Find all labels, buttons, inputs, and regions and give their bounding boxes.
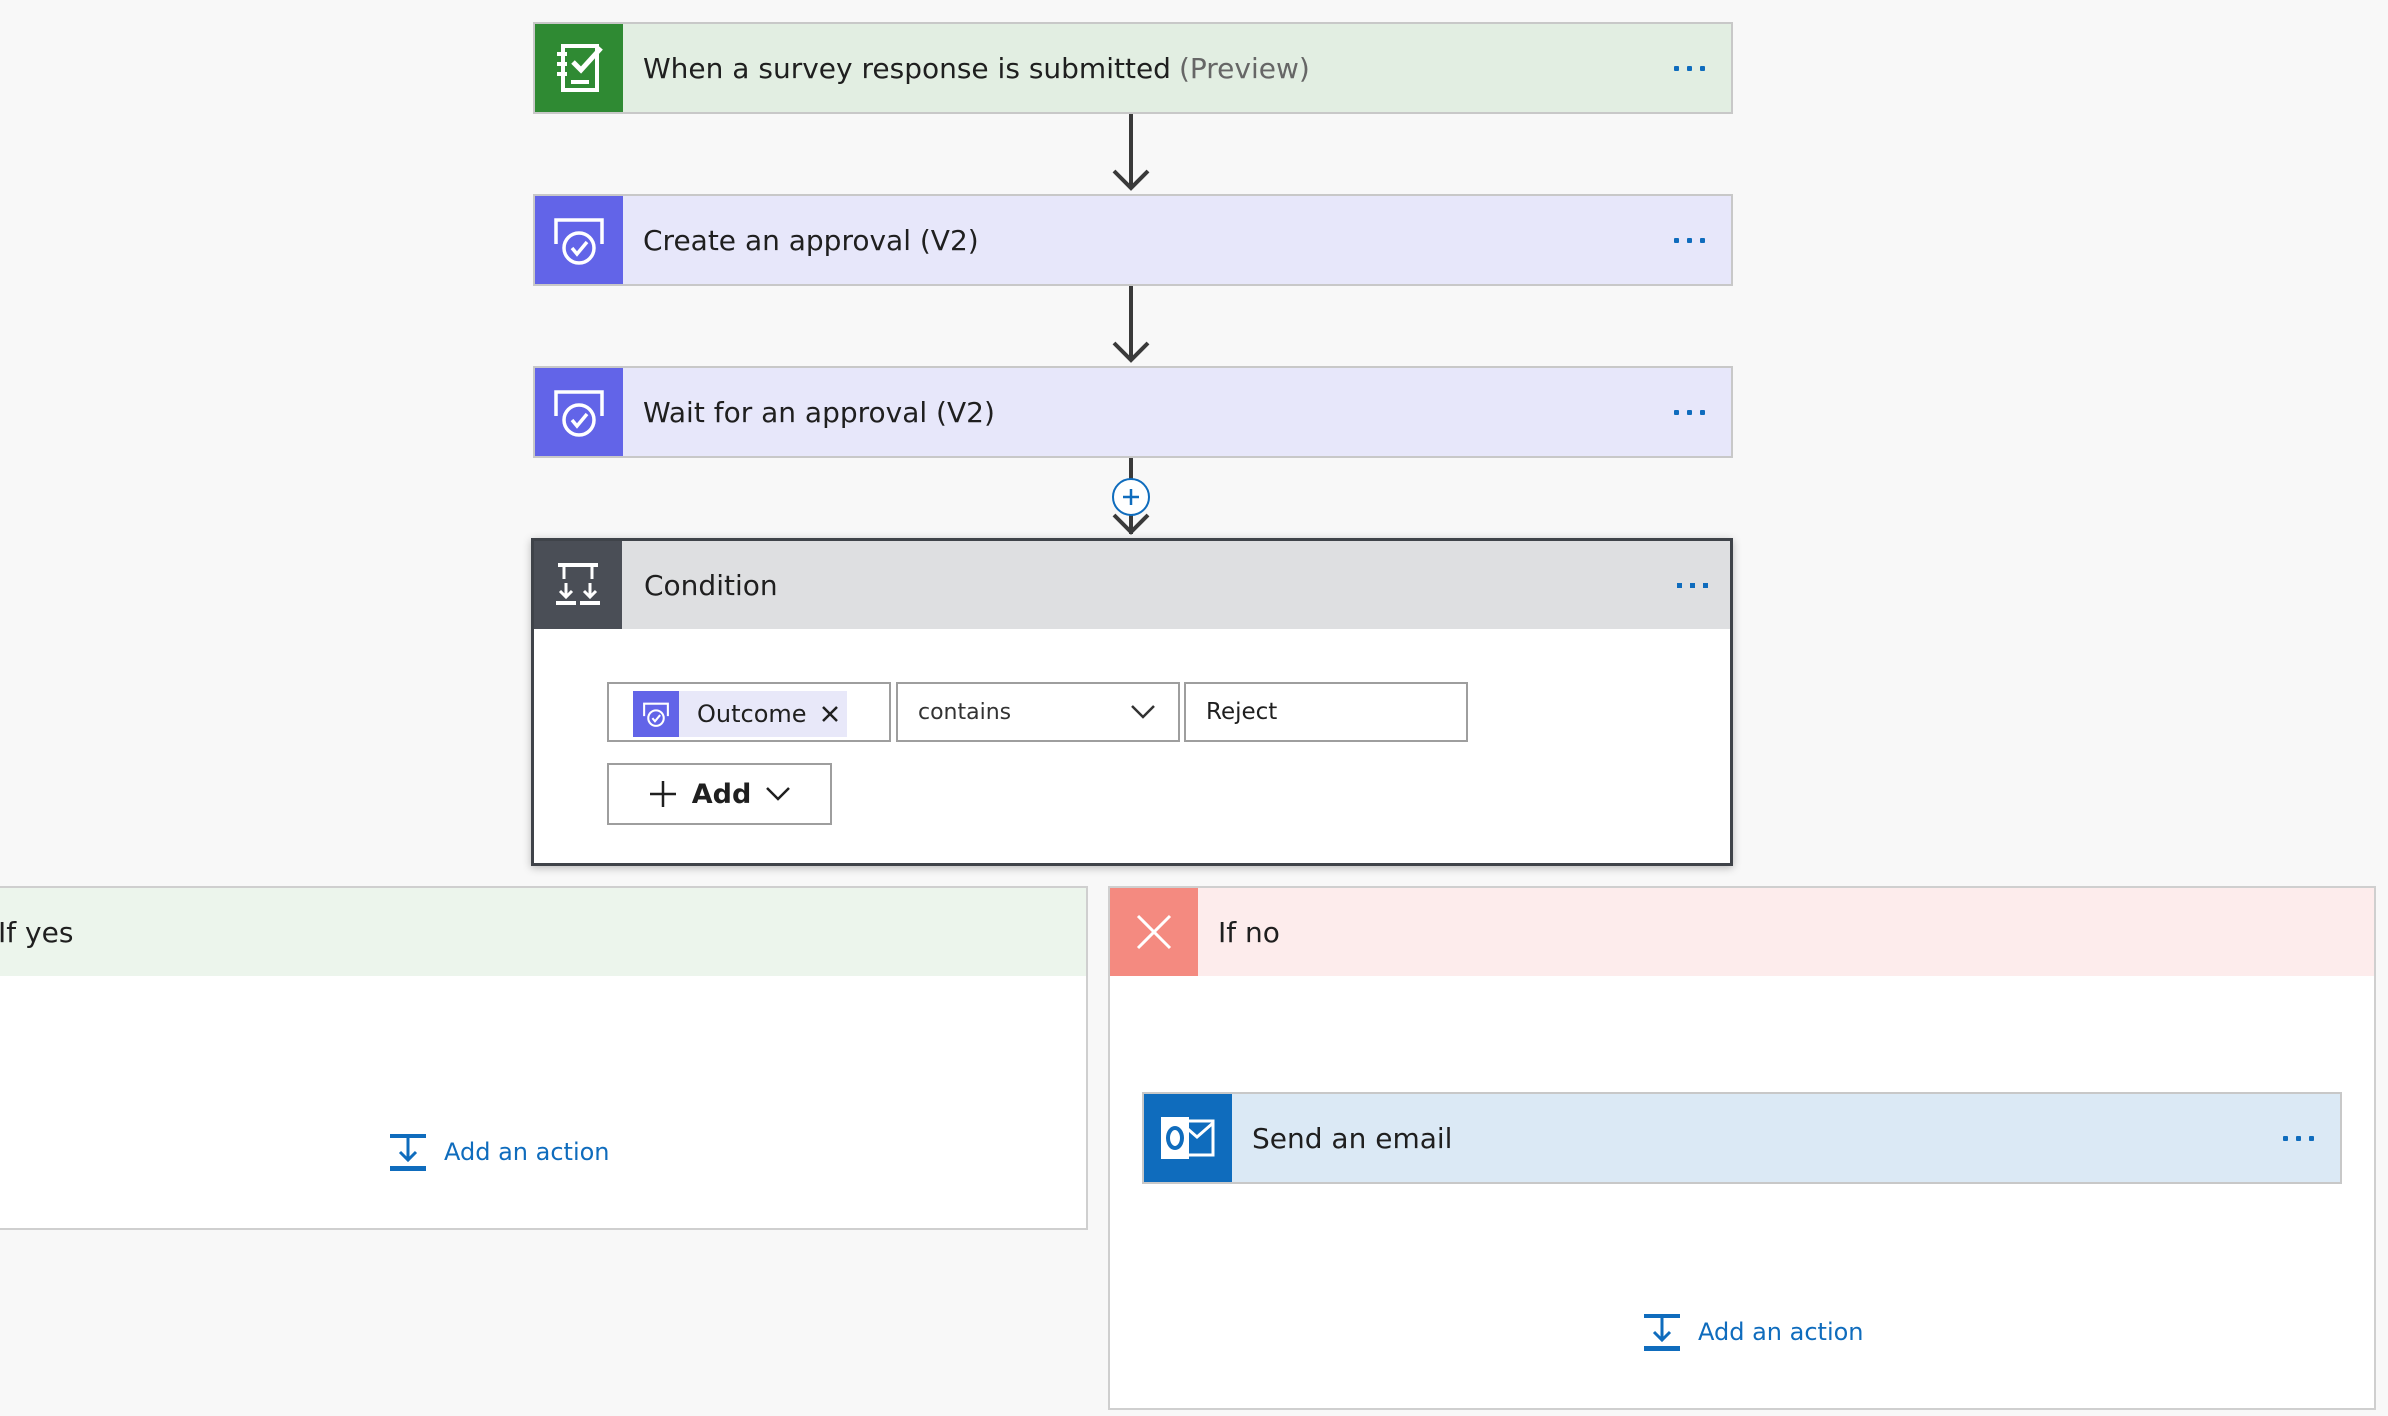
- more-options-icon[interactable]: [1677, 541, 1708, 629]
- add-an-action-button[interactable]: Add an action: [388, 1132, 610, 1172]
- if-no-branch: If no Send an email Add an action: [1108, 886, 2376, 1410]
- condition-right-operand[interactable]: Reject: [1184, 682, 1468, 742]
- approval-icon: [535, 196, 623, 284]
- operator-value: contains: [918, 699, 1012, 725]
- forms-icon: [535, 24, 623, 112]
- remove-token-icon[interactable]: [821, 705, 839, 723]
- condition-left-operand[interactable]: Outcome: [607, 682, 891, 742]
- insert-step-button[interactable]: [1112, 478, 1150, 516]
- trigger-title-text: When a survey response is submitted: [643, 51, 1171, 85]
- approval-icon: [535, 368, 623, 456]
- outlook-icon: [1144, 1094, 1232, 1182]
- if-no-label: If no: [1218, 915, 1280, 949]
- add-an-action-button[interactable]: Add an action: [1642, 1312, 1864, 1352]
- if-yes-branch: If yes Add an action: [0, 886, 1088, 1230]
- create-approval-card[interactable]: Create an approval (V2): [533, 194, 1733, 286]
- more-options-icon[interactable]: [2283, 1094, 2314, 1182]
- connector-line: [1129, 114, 1133, 188]
- token-label: Outcome: [697, 700, 807, 728]
- create-approval-title: Create an approval (V2): [643, 223, 979, 257]
- chevron-down-icon: [1131, 705, 1155, 719]
- arrow-down-icon: [1112, 341, 1150, 363]
- add-row-button[interactable]: Add: [607, 763, 832, 825]
- condition-operator-dropdown[interactable]: contains: [896, 682, 1180, 742]
- preview-label: (Preview): [1178, 51, 1310, 85]
- arrow-down-icon: [1112, 513, 1150, 535]
- condition-header[interactable]: Condition: [534, 541, 1730, 629]
- add-an-action-label: Add an action: [444, 1138, 610, 1166]
- plus-icon: [1123, 489, 1139, 505]
- more-options-icon[interactable]: [1674, 368, 1705, 456]
- trigger-card[interactable]: When a survey response is submitted (Pre…: [533, 22, 1733, 114]
- more-options-icon[interactable]: [1674, 24, 1705, 112]
- close-icon: [1110, 888, 1198, 976]
- condition-icon: [534, 541, 622, 629]
- if-yes-header[interactable]: If yes: [0, 888, 1086, 976]
- add-action-icon: [390, 1134, 426, 1171]
- approval-icon: [633, 691, 679, 737]
- chevron-down-icon: [766, 787, 791, 801]
- wait-approval-card[interactable]: Wait for an approval (V2): [533, 366, 1733, 458]
- trigger-title: When a survey response is submitted (Pre…: [643, 24, 1310, 112]
- dynamic-content-token[interactable]: Outcome: [633, 691, 847, 737]
- send-email-title: Send an email: [1252, 1121, 1453, 1155]
- right-operand-value: Reject: [1206, 699, 1278, 725]
- wait-approval-title: Wait for an approval (V2): [643, 395, 995, 429]
- arrow-down-icon: [1112, 169, 1150, 191]
- add-action-icon: [1644, 1314, 1680, 1351]
- plus-icon: [649, 781, 676, 807]
- condition-title: Condition: [644, 568, 778, 602]
- if-yes-label: If yes: [0, 915, 74, 949]
- send-email-card[interactable]: Send an email: [1142, 1092, 2342, 1184]
- more-options-icon[interactable]: [1674, 196, 1705, 284]
- add-an-action-label: Add an action: [1698, 1318, 1864, 1346]
- connector-line: [1129, 286, 1133, 360]
- if-no-header[interactable]: If no: [1110, 888, 2374, 976]
- add-label: Add: [691, 778, 752, 810]
